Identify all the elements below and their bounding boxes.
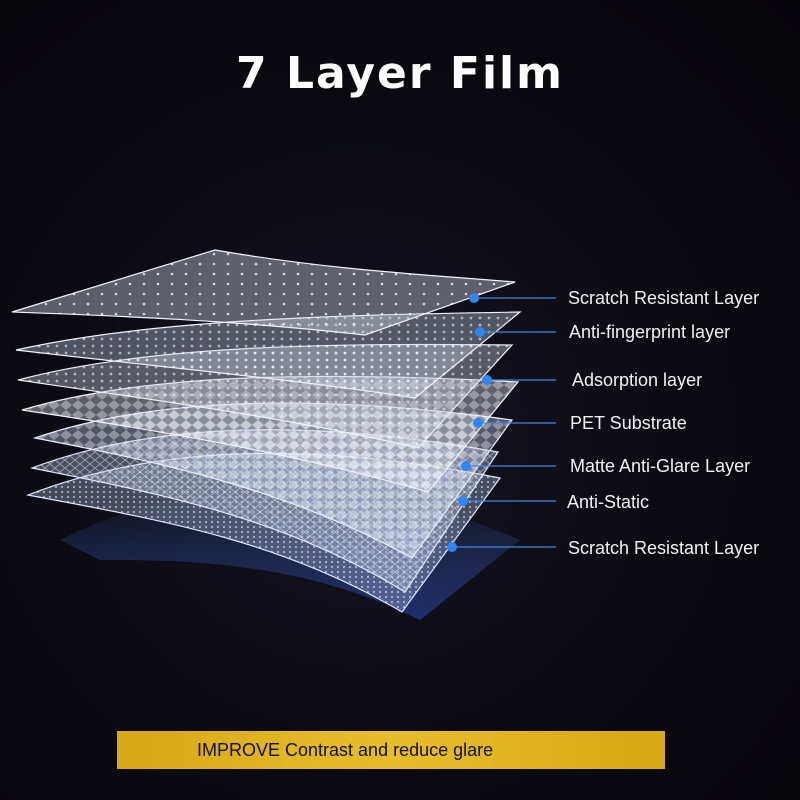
layer-label-7: Scratch Resistant Layer [568, 538, 760, 558]
film-sheets [11, 249, 522, 613]
page-title: 7 Layer Film [236, 48, 564, 99]
banner-text: IMPROVE Contrast and reduce glare [197, 740, 494, 760]
layer-label-4: PET Substrate [570, 413, 687, 433]
layer-label-1: Scratch Resistant Layer [568, 288, 760, 308]
marker-dot-4 [473, 418, 483, 428]
layer-label-6: Anti-Static [567, 492, 650, 512]
marker-dot-6 [458, 496, 468, 506]
layer-label-5: Matte Anti-Glare Layer [570, 456, 751, 476]
layer-label-3: Adsorption layer [572, 370, 703, 390]
marker-dot-5 [461, 461, 471, 471]
marker-dot-7 [447, 542, 457, 552]
layer-label-2: Anti-fingerprint layer [569, 322, 731, 342]
contrast-banner: IMPROVE Contrast and reduce glare [117, 731, 665, 769]
marker-dot-2 [475, 327, 485, 337]
marker-dot-3 [482, 375, 492, 385]
layer-callouts [447, 293, 556, 552]
marker-dot-1 [469, 293, 479, 303]
